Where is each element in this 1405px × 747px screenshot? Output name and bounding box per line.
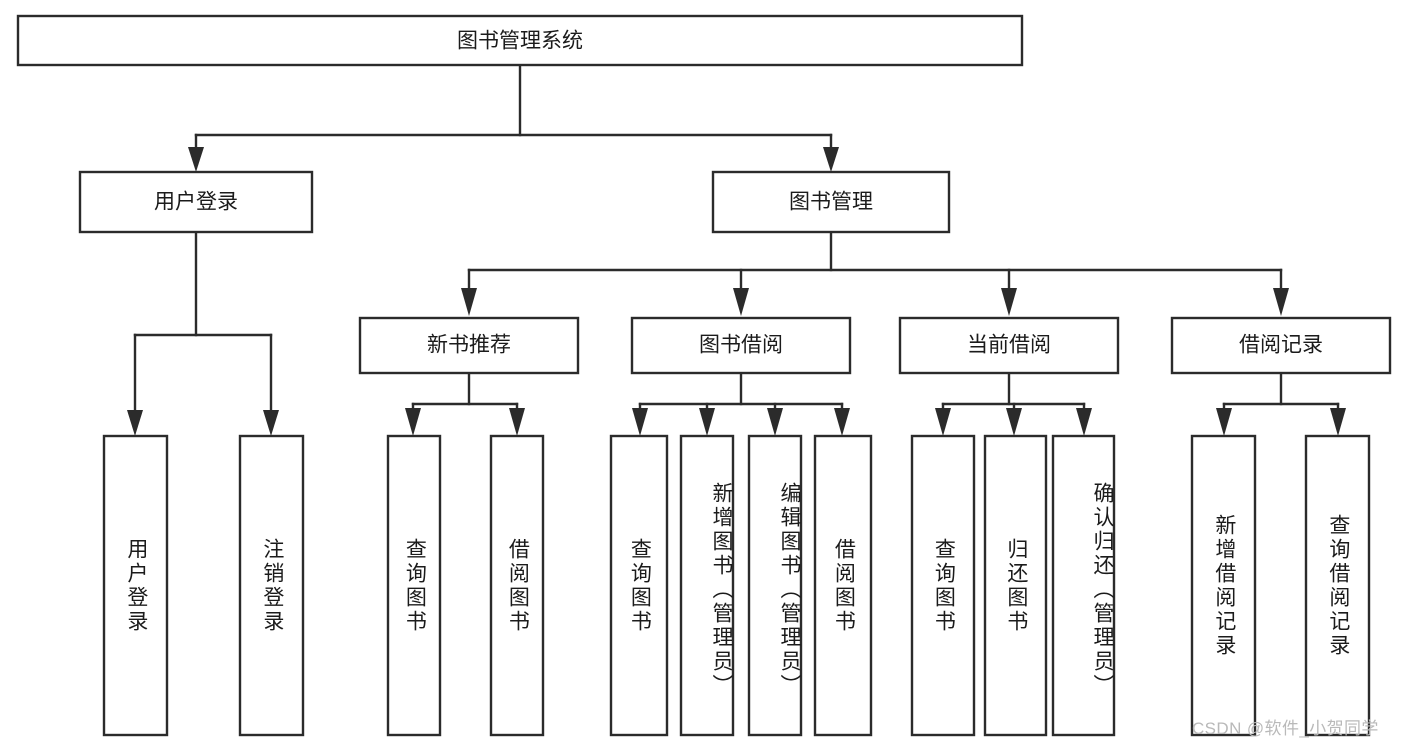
node-book-borrow-box[interactable] <box>630 316 852 375</box>
node-current-borrow-label: 当前借阅 <box>967 334 1051 357</box>
leaf-box-br-2[interactable] <box>1304 434 1371 737</box>
arrow-to-new-book-recommend <box>461 288 477 316</box>
arrow-leaf-cb-1 <box>935 408 951 436</box>
arrow-to-current-borrow <box>1001 288 1017 316</box>
node-new-book-recommend-box[interactable] <box>358 316 580 375</box>
leaf-box-user-login-1[interactable] <box>102 434 169 737</box>
leaf-box-bb-1[interactable] <box>609 434 669 737</box>
csdn-watermark: CSDN @软件_小贺同学 <box>1192 719 1379 738</box>
arrow-to-book-borrow <box>733 288 749 316</box>
connector-group-new-book-recommend <box>405 371 525 436</box>
arrow-leaf-br-1 <box>1216 408 1232 436</box>
leaf-box-cb-2[interactable] <box>983 434 1048 737</box>
node-book-management-box[interactable] <box>711 170 951 234</box>
arrow-leaf-cb-3 <box>1076 408 1092 436</box>
arrow-leaf-nbr-2 <box>509 408 525 436</box>
arrow-to-book-management <box>823 147 839 172</box>
node-borrow-record-label: 借阅记录 <box>1239 334 1323 357</box>
arrow-leaf-user-login-2 <box>263 410 279 436</box>
arrow-leaf-br-2 <box>1330 408 1346 436</box>
leaf-box-cb-3[interactable] <box>1051 434 1116 737</box>
node-book-borrow-label: 图书借阅 <box>699 334 783 357</box>
arrow-leaf-bb-3 <box>767 408 783 436</box>
node-user-login-box[interactable] <box>78 170 314 234</box>
leaf-box-br-1[interactable] <box>1190 434 1257 737</box>
leaf-box-bb-3[interactable] <box>747 434 803 737</box>
node-borrow-record-box[interactable] <box>1170 316 1392 375</box>
connector-group-current-borrow <box>935 371 1092 436</box>
node-user-login-label: 用户登录 <box>154 191 238 214</box>
leaf-box-bb-4[interactable] <box>813 434 873 737</box>
connector-group-book-borrow <box>632 371 850 436</box>
leaf-box-user-login-2[interactable] <box>238 434 305 737</box>
leaf-box-nbr-1[interactable] <box>386 434 442 737</box>
node-root-box[interactable] <box>16 14 1024 67</box>
arrow-to-user-login <box>188 147 204 172</box>
connector-group-root <box>188 63 839 172</box>
arrow-leaf-bb-1 <box>632 408 648 436</box>
arrow-to-borrow-record <box>1273 288 1289 316</box>
leaf-box-bb-2[interactable] <box>679 434 735 737</box>
arrow-leaf-bb-4 <box>834 408 850 436</box>
arrow-leaf-bb-2 <box>699 408 715 436</box>
connector-group-borrow-record <box>1216 371 1346 436</box>
leaf-box-nbr-2[interactable] <box>489 434 545 737</box>
node-book-management-label: 图书管理 <box>789 191 873 214</box>
node-new-book-recommend-label: 新书推荐 <box>427 334 511 357</box>
arrow-leaf-cb-2 <box>1006 408 1022 436</box>
arrow-leaf-nbr-1 <box>405 408 421 436</box>
node-root-label: 图书管理系统 <box>457 30 583 53</box>
node-current-borrow-box[interactable] <box>898 316 1120 375</box>
connector-group-user-login <box>127 230 279 436</box>
leaf-box-cb-1[interactable] <box>910 434 976 737</box>
connector-group-book-management <box>461 230 1289 316</box>
arrow-leaf-user-login-1 <box>127 410 143 436</box>
